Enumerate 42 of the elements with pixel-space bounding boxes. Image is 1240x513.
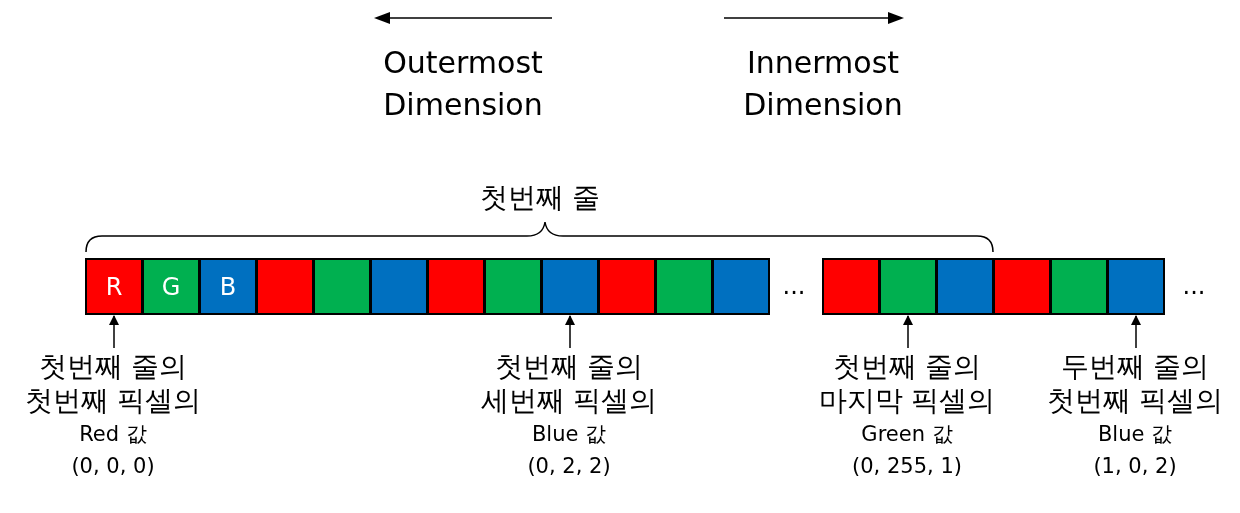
color-cell [484, 258, 542, 315]
color-cell [85, 258, 143, 315]
index-tuple: (0, 2, 2) [526, 453, 612, 480]
index-tuple: (0, 0, 0) [70, 453, 156, 480]
channel-value-label: Blue 값 [1096, 421, 1174, 448]
color-cell [142, 258, 200, 315]
annotation-text: 첫번째 줄의 첫번째 픽셀의 [23, 350, 203, 418]
annotation-text: 첫번째 줄의 세번째 픽셀의 [479, 350, 659, 418]
color-cell [712, 258, 770, 315]
annotation-text: 두번째 줄의 첫번째 픽셀의 [1045, 350, 1225, 418]
channel-value-label: Green 값 [860, 421, 954, 448]
channel-letter: B [219, 272, 237, 301]
color-cell [313, 258, 371, 315]
pointer-arrow [109, 315, 119, 349]
pointer-arrow [903, 315, 913, 349]
color-cell [936, 258, 994, 315]
index-tuple: (0, 255, 1) [851, 453, 963, 480]
color-cell [655, 258, 713, 315]
pointer-arrow [565, 315, 575, 349]
pointer-arrow [1131, 315, 1141, 349]
axis-direction-label: Innermost Dimension [742, 44, 904, 124]
color-cell [199, 258, 257, 315]
index-tuple: (1, 0, 2) [1092, 453, 1178, 480]
color-cell [256, 258, 314, 315]
annotation-text: 첫번째 줄의 마지막 픽셀의 [817, 350, 997, 418]
color-cell [1050, 258, 1108, 315]
channel-value-label: Blue 값 [530, 421, 608, 448]
axis-direction-label: Outermost Dimension [382, 44, 544, 124]
ellipsis: ... [1181, 271, 1207, 302]
color-cell [541, 258, 599, 315]
channel-letter: R [105, 272, 123, 301]
row-label: 첫번째 줄 [478, 180, 602, 216]
ellipsis: ... [781, 271, 807, 302]
channel-value-label: Red 값 [78, 421, 148, 448]
color-cell [427, 258, 485, 315]
channel-letter: G [161, 272, 181, 301]
color-cell [993, 258, 1051, 315]
color-cell [879, 258, 937, 315]
color-cell [370, 258, 428, 315]
color-cell [598, 258, 656, 315]
color-cell [1107, 258, 1165, 315]
color-cell [822, 258, 880, 315]
